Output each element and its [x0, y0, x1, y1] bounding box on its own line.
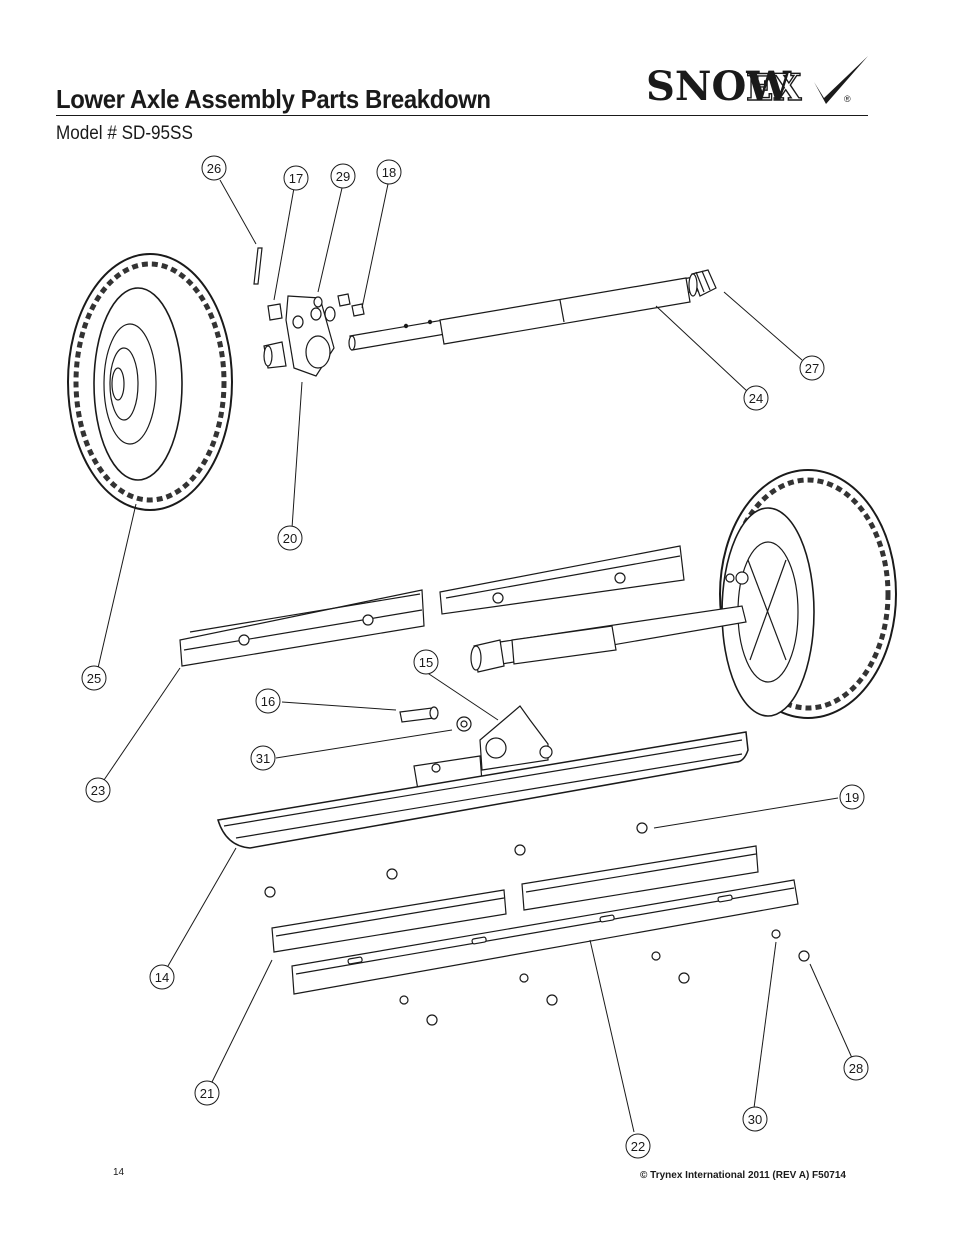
- nuts-and-washers: [399, 929, 810, 1026]
- upper-angle-bracket: [179, 545, 685, 667]
- svg-text:14: 14: [155, 970, 169, 985]
- left-tire: [67, 253, 233, 511]
- page-number: 14: [113, 1167, 125, 1178]
- callout-14: 14: [149, 964, 175, 990]
- callout-24: 24: [743, 385, 769, 411]
- header-rule: [56, 115, 868, 116]
- callout-23: 23: [85, 777, 111, 803]
- copyright-footer: © Trynex International 2011 (REV A) F507…: [640, 1170, 846, 1181]
- upper-axle: [348, 275, 703, 351]
- callout-30: 30: [742, 1106, 768, 1132]
- callout-29: 29: [330, 163, 356, 189]
- svg-text:17: 17: [289, 171, 303, 186]
- callout-17: 17: [283, 165, 309, 191]
- svg-text:23: 23: [91, 783, 105, 798]
- svg-text:19: 19: [845, 790, 859, 805]
- callout-27: 27: [799, 355, 825, 381]
- svg-text:31: 31: [256, 751, 270, 766]
- svg-text:27: 27: [805, 361, 819, 376]
- callout-21: 21: [194, 1080, 220, 1106]
- wheel-bracket: [253, 247, 365, 377]
- svg-text:18: 18: [382, 165, 396, 180]
- snowex-logo: SNOW EX ®: [646, 52, 876, 114]
- right-tire: [719, 469, 897, 719]
- spreader-channels: [271, 845, 759, 953]
- callout-20: 20: [277, 525, 303, 551]
- callout-22: 22: [625, 1133, 651, 1159]
- svg-text:20: 20: [283, 531, 297, 546]
- svg-text:28: 28: [849, 1061, 863, 1076]
- callout-16: 16: [255, 688, 281, 714]
- callout-26: 26: [201, 155, 227, 181]
- callout-28: 28: [843, 1055, 869, 1081]
- logo-text-main: SNOW: [646, 63, 792, 110]
- snowex-logo-graphic: SNOW EX ®: [646, 56, 868, 110]
- model-number: Model # SD-95SS: [56, 123, 193, 144]
- svg-text:22: 22: [631, 1139, 645, 1154]
- leader-lines: [97, 179, 853, 1133]
- callout-15: 15: [413, 649, 439, 675]
- svg-text:16: 16: [261, 694, 275, 709]
- svg-text:30: 30: [748, 1112, 762, 1127]
- svg-text:26: 26: [207, 161, 221, 176]
- svg-text:21: 21: [200, 1086, 214, 1101]
- svg-text:24: 24: [749, 391, 763, 406]
- hardware-bolts: [264, 822, 648, 898]
- axle-cap-right: [688, 269, 717, 297]
- callout-31: 31: [250, 745, 276, 771]
- page-title: Lower Axle Assembly Parts Breakdown: [56, 84, 491, 114]
- svg-text:29: 29: [336, 169, 350, 184]
- callout-18: 18: [376, 159, 402, 185]
- long-deflector-bar: [291, 879, 799, 995]
- svg-text:15: 15: [419, 655, 433, 670]
- lower-axle: [470, 605, 747, 673]
- callout-25: 25: [81, 665, 107, 691]
- callout-19: 19: [839, 784, 865, 810]
- svg-text:25: 25: [87, 671, 101, 686]
- logo-registered: ®: [844, 94, 851, 104]
- lower-trough: [217, 731, 749, 849]
- logo-text-ex: EX: [746, 67, 801, 109]
